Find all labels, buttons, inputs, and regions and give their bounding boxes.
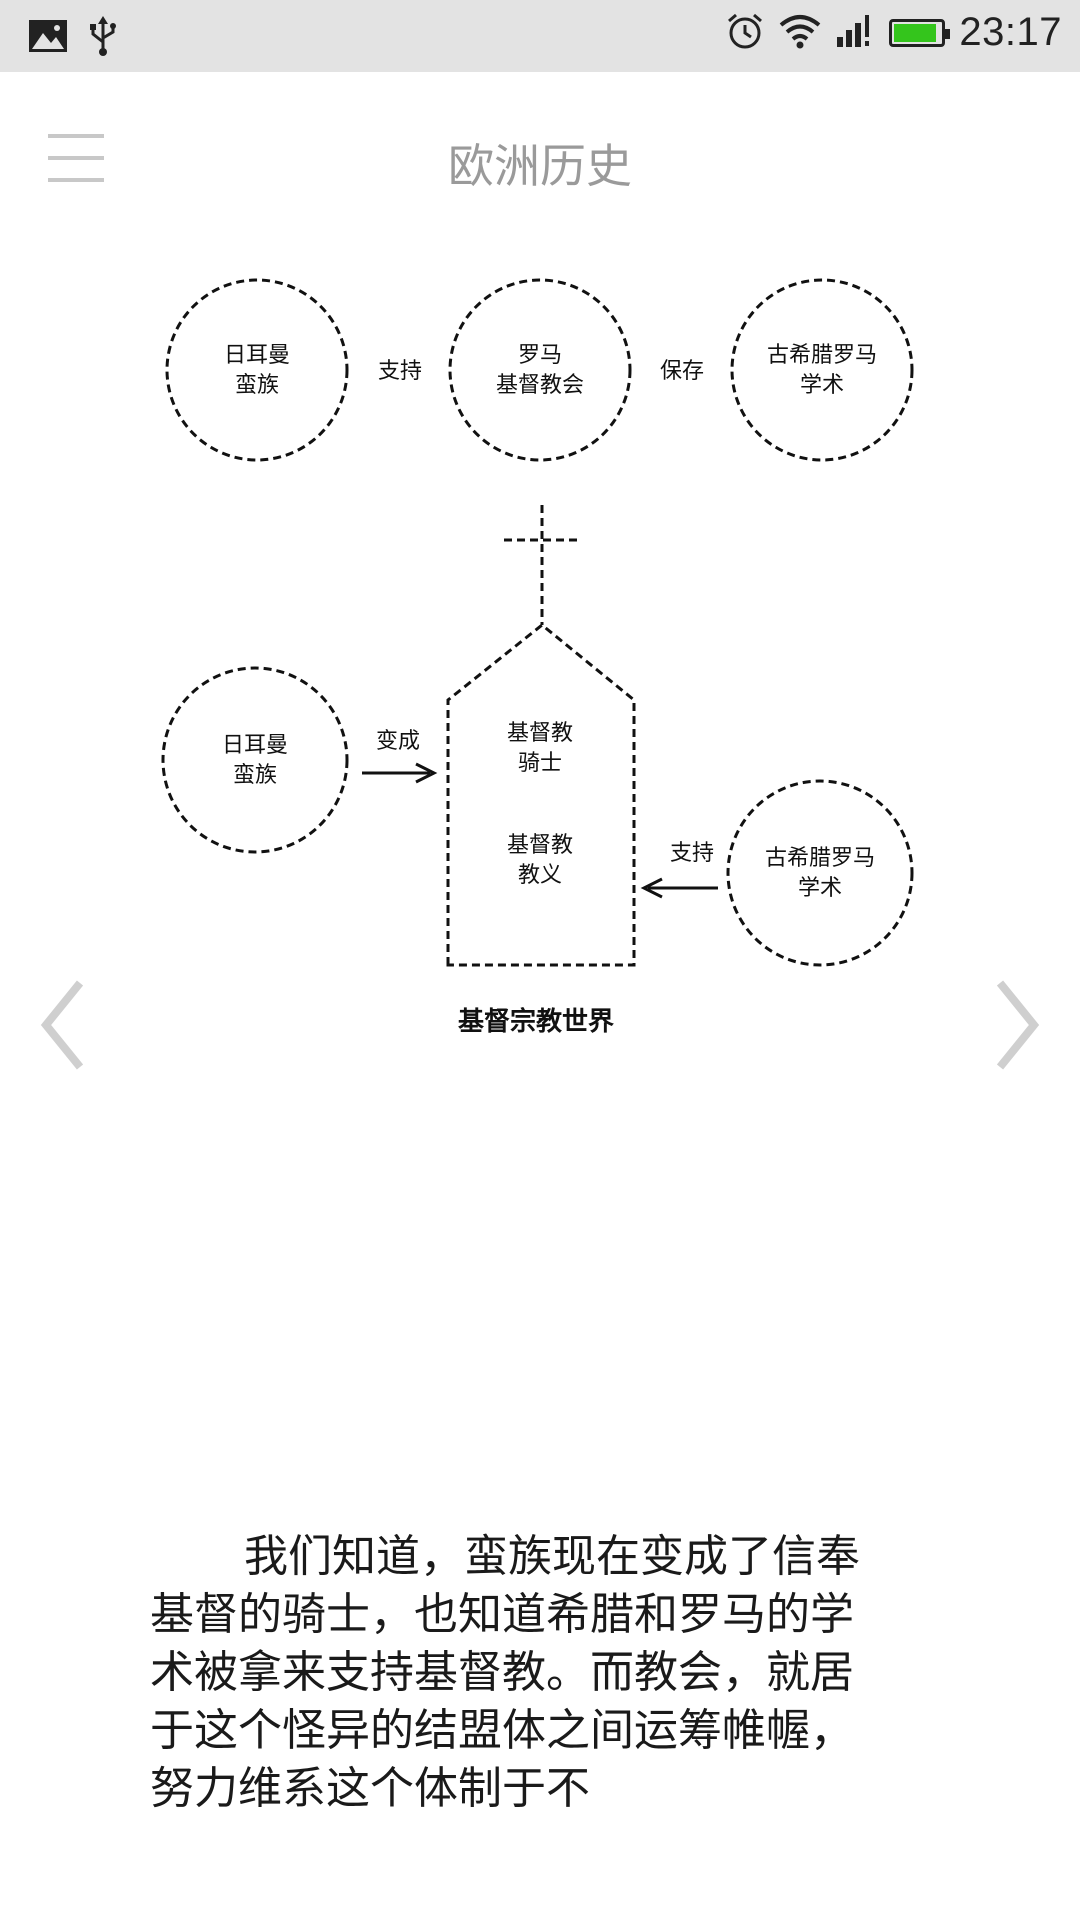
left-circle-line1: 日耳曼	[222, 733, 288, 758]
body-paragraph: 我们知道，蛮族现在变成了信奉基督的骑士，也知道希腊和罗马的学术被拿来支持基督教。…	[150, 1531, 860, 1814]
battery-icon	[889, 18, 951, 47]
hamburger-menu-icon[interactable]	[44, 132, 108, 182]
left-circle-line2: 蛮族	[233, 763, 277, 788]
right-arrow-label: 支持	[670, 841, 714, 866]
top-left-circle-line2: 蛮族	[235, 373, 279, 398]
church-outline	[446, 623, 636, 967]
signal-icon	[835, 13, 875, 53]
top-right-circle-line1: 古希腊罗马	[767, 343, 877, 368]
top-right-circle	[730, 278, 914, 462]
chevron-left-icon	[40, 980, 84, 1070]
top-center-circle	[448, 278, 632, 462]
top-center-circle-line1: 罗马	[518, 343, 562, 368]
church-doctrine-line1: 基督教	[507, 833, 573, 858]
diagram-figure: 日耳曼 蛮族 支持 罗马 基督教会 保存 古希腊罗马 学术 基督教 骑士 基督教…	[140, 240, 940, 1090]
right-arrow	[640, 877, 718, 899]
status-bar: 23:17	[0, 0, 1080, 72]
top-right-relation: 保存	[660, 359, 704, 384]
page-title: 欧洲历史	[448, 139, 632, 193]
church-knight-line1: 基督教	[507, 721, 573, 746]
left-circle	[161, 666, 349, 854]
usb-icon	[88, 16, 118, 60]
left-arrow-label: 变成	[376, 729, 420, 754]
top-left-circle-line1: 日耳曼	[224, 343, 290, 368]
right-circle-line2: 学术	[798, 876, 842, 901]
top-right-circle-line2: 学术	[800, 373, 844, 398]
top-center-circle-line2: 基督教会	[496, 373, 584, 398]
top-bar: 欧洲历史	[0, 72, 1080, 212]
right-circle	[726, 779, 914, 967]
status-time: 23:17	[959, 10, 1062, 54]
church-knight-line2: 骑士	[518, 751, 562, 776]
prev-page-button[interactable]	[36, 975, 92, 1075]
top-left-relation: 支持	[378, 359, 422, 384]
alarm-icon	[725, 11, 765, 55]
church-doctrine-line2: 教义	[518, 863, 562, 888]
chevron-right-icon	[996, 980, 1040, 1070]
wifi-icon	[779, 13, 821, 53]
top-left-circle	[165, 278, 349, 462]
left-arrow	[362, 762, 438, 784]
image-icon	[28, 19, 68, 57]
right-circle-line1: 古希腊罗马	[765, 846, 875, 871]
figure-caption: 基督宗教世界	[458, 1006, 614, 1037]
next-page-button[interactable]	[988, 975, 1044, 1075]
cross-symbol	[504, 505, 580, 625]
